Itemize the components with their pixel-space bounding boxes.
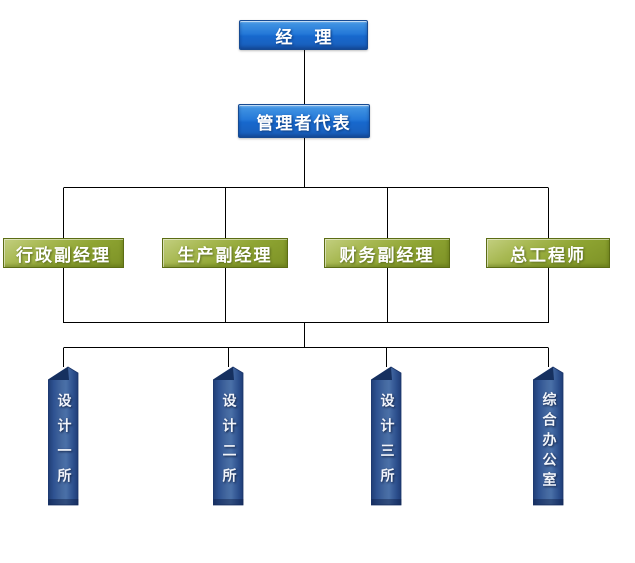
banner-label: 设计三所 <box>378 393 395 493</box>
node-admin-deputy-manager: 行政副经理 <box>3 238 124 268</box>
node-chief-engineer: 总工程师 <box>486 238 610 268</box>
banner-label: 设计二所 <box>220 393 237 493</box>
node-management-representative: 管理者代表 <box>238 104 370 138</box>
node-label: 总工程师 <box>510 245 586 266</box>
banner-fold <box>371 367 392 380</box>
node-label: 财务副经理 <box>339 245 435 266</box>
banner-body <box>48 366 79 506</box>
banner-label: 设计一所 <box>55 393 72 493</box>
banner-fold <box>48 367 69 380</box>
node-label: 生产副经理 <box>177 245 273 266</box>
banner-body <box>533 366 564 506</box>
banner-design-institute-2: 设计二所 <box>213 364 244 506</box>
banner-design-institute-3: 设计三所 <box>371 364 402 506</box>
node-general-manager: 经 理 <box>239 20 368 50</box>
banner-fold <box>533 367 554 380</box>
banner-label: 综合办公室 <box>540 392 557 492</box>
banner-general-office: 综合办公室 <box>533 364 564 506</box>
node-production-deputy-manager: 生产副经理 <box>162 238 288 268</box>
node-label: 管理者代表 <box>256 113 352 134</box>
node-finance-deputy-manager: 财务副经理 <box>324 238 450 268</box>
node-label: 经 理 <box>275 27 340 48</box>
banner-fold <box>213 367 234 380</box>
banner-body <box>371 366 402 506</box>
banner-body <box>213 366 244 506</box>
node-label: 行政副经理 <box>16 245 111 266</box>
banner-design-institute-1: 设计一所 <box>48 364 79 506</box>
